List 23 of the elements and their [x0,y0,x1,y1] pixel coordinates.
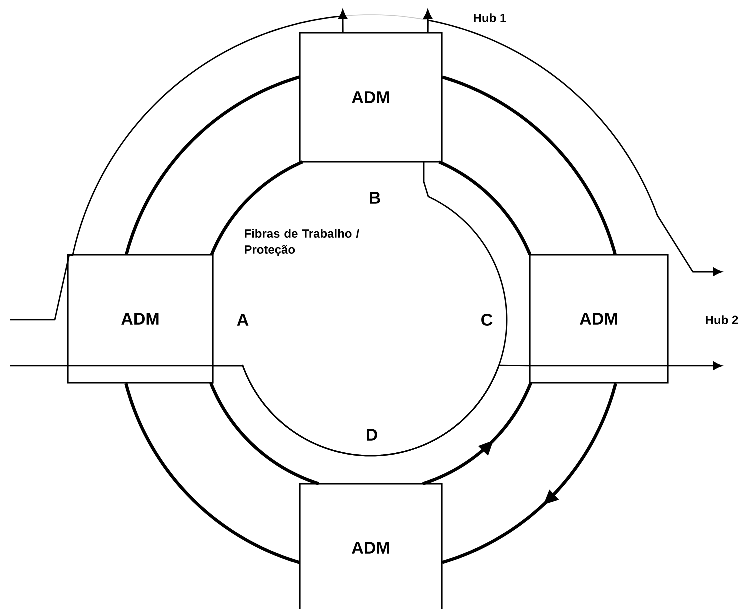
fiber-line [10,254,70,321]
ring-arc [422,382,532,486]
adm-box: ADM [299,483,443,609]
label: A [237,314,249,326]
ring-arc [124,383,300,564]
ring-arc [210,382,320,486]
fiber-line [213,364,530,457]
output-arrow [338,10,348,33]
fiber-line [10,365,213,367]
adm-box: ADM [529,254,669,384]
label: C [482,314,493,326]
ring-arc [442,383,618,564]
ring-arc [438,160,532,256]
adm-box: ADM [67,254,214,384]
ring-arc [125,76,300,255]
fiber-line [69,16,344,256]
adm-box: ADM [299,32,443,163]
output-arrow [530,362,722,370]
ring-arc [442,76,617,255]
output-arrow [427,20,722,276]
label: B [370,192,380,204]
ring-arc [210,160,304,256]
label: D [367,429,378,441]
